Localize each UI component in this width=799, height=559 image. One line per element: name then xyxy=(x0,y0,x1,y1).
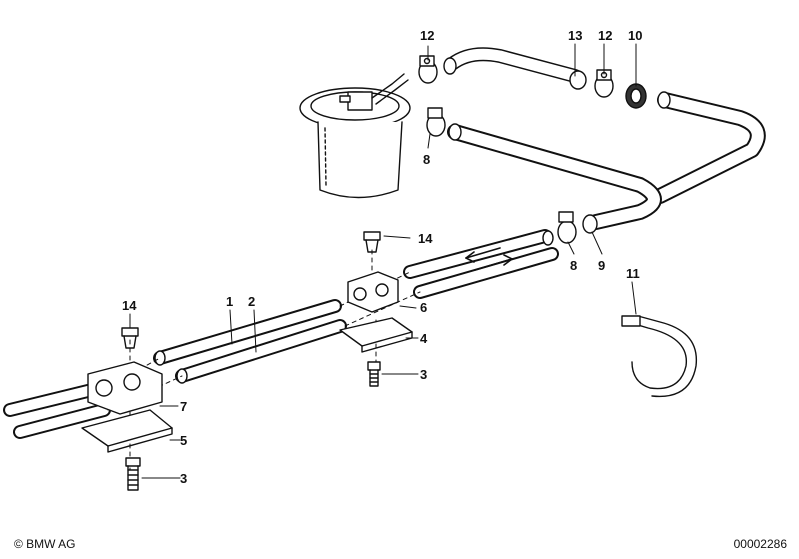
callout-6: 6 xyxy=(420,300,427,315)
callout-12-right: 12 xyxy=(598,28,612,43)
callout-12-left: 12 xyxy=(420,28,434,43)
copyright-notice: © BMW AG xyxy=(14,537,76,551)
bracket-4 xyxy=(339,317,413,353)
callout-13: 13 xyxy=(568,28,582,43)
callout-5: 5 xyxy=(180,433,187,448)
hose-13 xyxy=(443,47,587,90)
fuel-tank-sender xyxy=(299,73,411,199)
hose-clamp-12-left xyxy=(418,55,438,84)
hose-clamp-8-upper xyxy=(426,107,446,137)
callout-11: 11 xyxy=(626,266,640,281)
callout-9: 9 xyxy=(598,258,605,273)
screw-3-upper xyxy=(367,361,381,387)
fuel-line-1 xyxy=(153,299,342,366)
callout-1: 1 xyxy=(226,294,233,309)
fuel-line-2 xyxy=(175,319,347,384)
callout-14-lower: 14 xyxy=(122,298,137,313)
callout-3-upper: 3 xyxy=(420,367,427,382)
document-number: 00002286 xyxy=(733,537,787,551)
callout-7: 7 xyxy=(180,399,187,414)
callout-8-lower: 8 xyxy=(570,258,577,273)
hose-main xyxy=(447,123,662,234)
return-pipe xyxy=(652,91,766,204)
screw-3-lower xyxy=(125,457,141,491)
hose-clamp-8-lower xyxy=(557,211,577,244)
callout-3-lower: 3 xyxy=(180,471,187,486)
hose-clamp-12-right xyxy=(594,69,614,98)
line-holder-6 xyxy=(347,271,399,313)
grommet-10 xyxy=(625,83,647,109)
callout-14-upper: 14 xyxy=(418,231,433,246)
fuel-line-upper-pair xyxy=(403,229,559,299)
grommet-14-lower xyxy=(121,327,139,349)
callout-8-upper: 8 xyxy=(423,152,430,167)
line-holder-7 xyxy=(87,361,163,415)
callout-2: 2 xyxy=(248,294,255,309)
cable-tie-11 xyxy=(621,315,698,398)
leader-lines xyxy=(129,43,637,479)
bracket-5 xyxy=(81,409,173,453)
callout-10: 10 xyxy=(628,28,642,43)
callout-labels: 12 13 12 10 8 8 9 11 14 1 2 6 4 3 14 7 5… xyxy=(122,28,642,486)
grommet-14-upper xyxy=(363,231,381,253)
callout-4: 4 xyxy=(420,331,428,346)
fuel-line-left xyxy=(3,381,111,439)
